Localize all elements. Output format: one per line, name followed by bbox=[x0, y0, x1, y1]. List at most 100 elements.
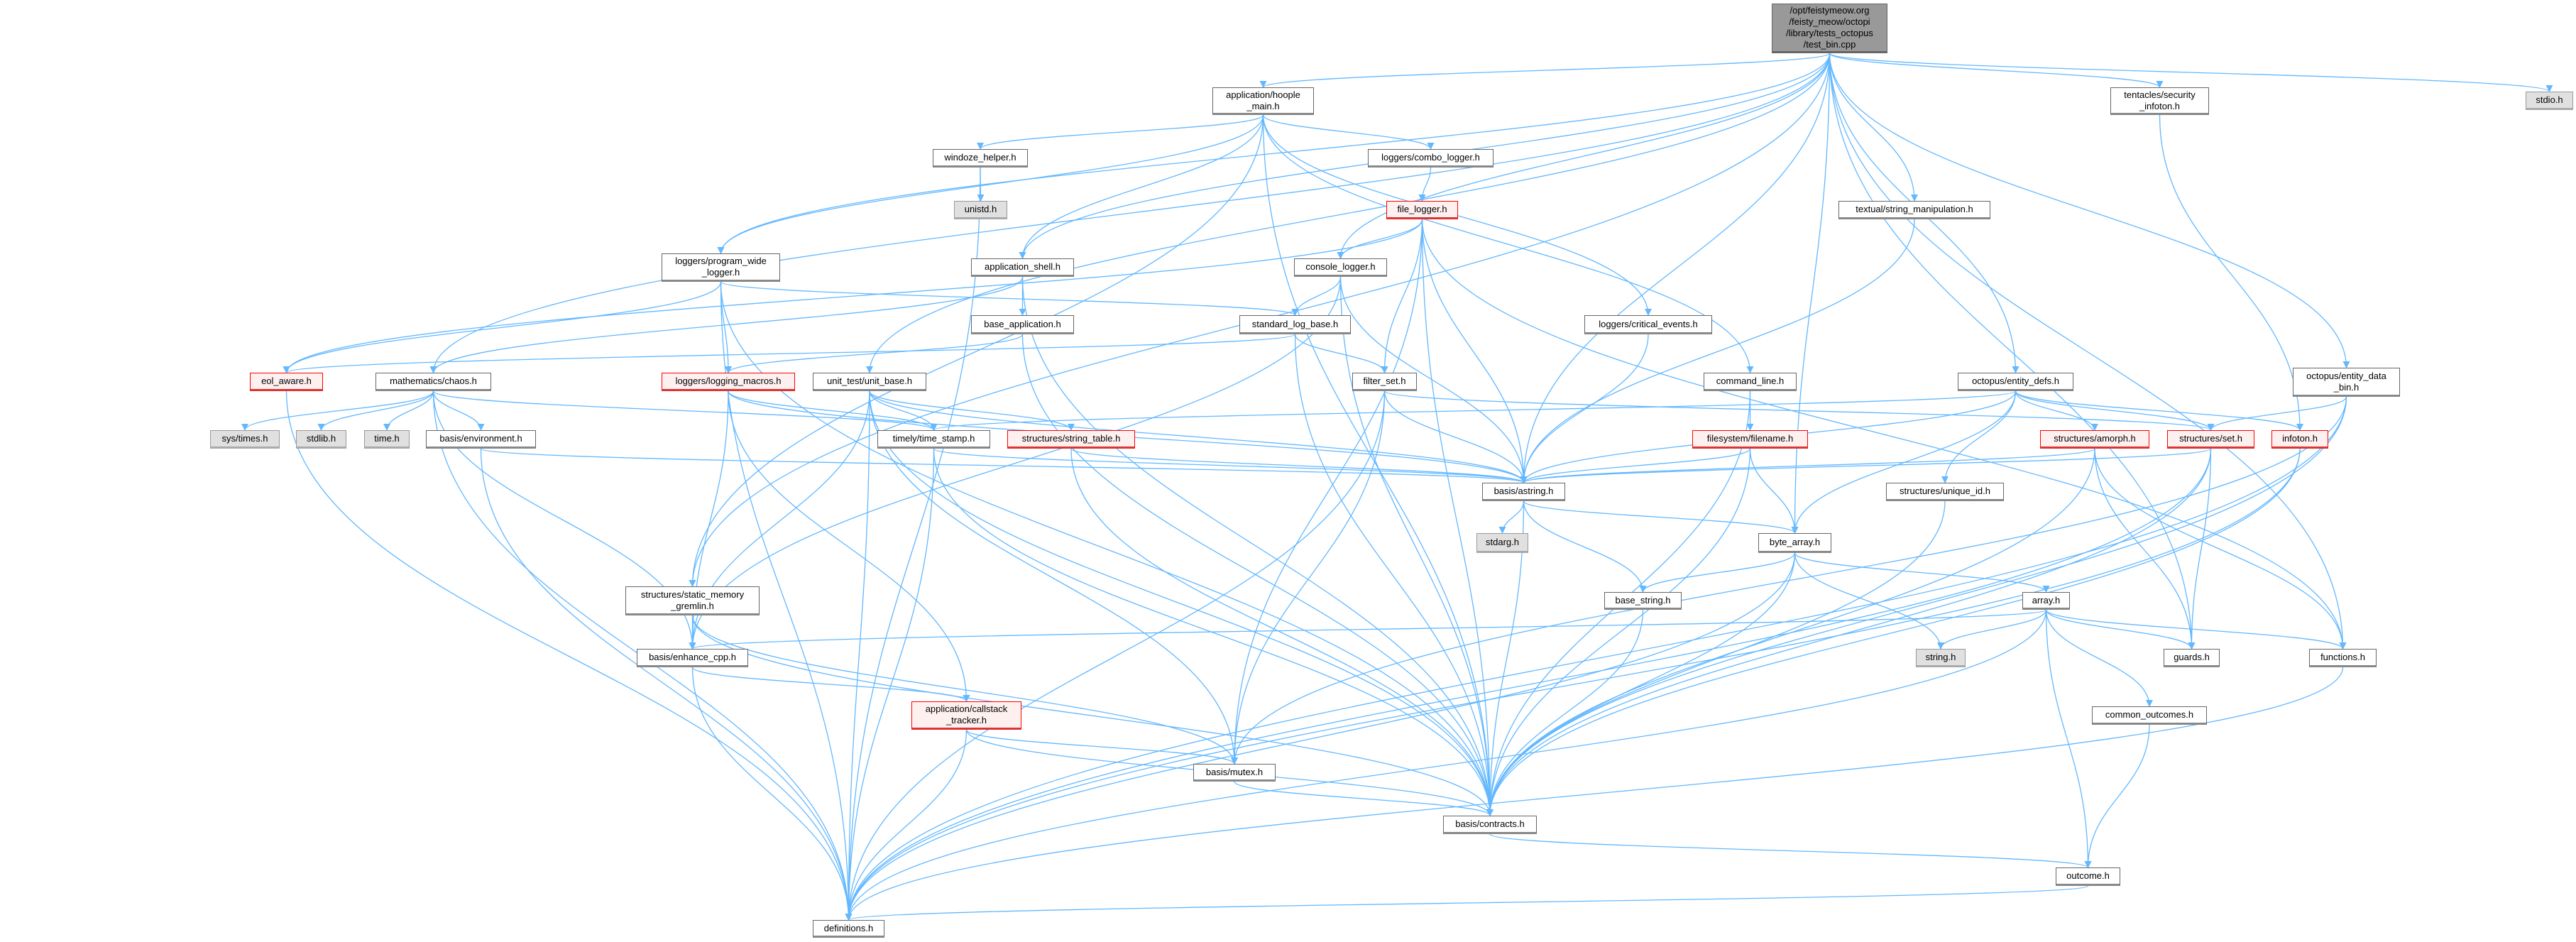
node-set[interactable]: structures/set.h bbox=[2167, 430, 2254, 449]
node-base-application[interactable]: base_application.h bbox=[971, 315, 1074, 334]
edge-file_logger-to-contracts bbox=[1421, 219, 1493, 816]
node-application-shell[interactable]: application_shell.h bbox=[971, 258, 1074, 277]
node-console-logger[interactable]: console_logger.h bbox=[1294, 258, 1387, 277]
node-filter-set[interactable]: filter_set.h bbox=[1352, 373, 1417, 391]
node-base-string[interactable]: base_string.h bbox=[1604, 592, 1682, 610]
node-command-line[interactable]: command_line.h bbox=[1704, 373, 1797, 391]
edge-file_logger-to-filter_set bbox=[1381, 219, 1423, 373]
node-eol-aware[interactable]: eol_aware.h bbox=[250, 373, 323, 391]
node-root[interactable]: /opt/feistymeow.org /feisty_meow/octopi … bbox=[1772, 4, 1887, 53]
edge-application_shell-to-chaos bbox=[429, 276, 1024, 373]
edge-environment-to-definitions bbox=[480, 448, 853, 921]
node-mutex[interactable]: basis/mutex.h bbox=[1193, 764, 1276, 782]
node-stdio: stdio.h bbox=[2526, 92, 2573, 110]
node-unique-id[interactable]: structures/unique_id.h bbox=[1886, 483, 2004, 501]
edge-array-to-guards bbox=[2045, 609, 2196, 650]
node-definitions[interactable]: definitions.h bbox=[813, 920, 884, 938]
edge-entity_defs-to-set bbox=[2015, 390, 2215, 431]
node-callstack-tracker[interactable]: application/callstack _tracker.h bbox=[911, 701, 1021, 730]
edge-set-to-definitions bbox=[845, 448, 2212, 921]
edge-infoton-to-definitions bbox=[845, 448, 2301, 921]
edge-set-to-contracts bbox=[1486, 448, 2212, 816]
node-time-stamp[interactable]: timely/time_stamp.h bbox=[877, 430, 990, 449]
node-windoze-helper[interactable]: windoze_helper.h bbox=[933, 149, 1028, 168]
edge-unit_base-to-definitions bbox=[845, 390, 870, 921]
edge-contracts-to-outcome bbox=[1489, 833, 2092, 868]
edge-time_stamp-to-definitions bbox=[845, 448, 935, 921]
node-outcome[interactable]: outcome.h bbox=[2056, 867, 2120, 886]
node-entity-data-bin[interactable]: octopus/entity_data _bin.h bbox=[2293, 368, 2400, 397]
edge-callstack_tracker-to-definitions bbox=[845, 729, 968, 921]
node-entity-defs[interactable]: octopus/entity_defs.h bbox=[1958, 373, 2073, 391]
node-critical-events[interactable]: loggers/critical_events.h bbox=[1584, 315, 1712, 334]
edge-root-to-astring bbox=[1520, 53, 1831, 483]
edge-file_logger-to-eol_aware bbox=[283, 219, 1423, 373]
edge-file_logger-to-astring bbox=[1421, 219, 1528, 483]
node-astring[interactable]: basis/astring.h bbox=[1482, 483, 1565, 501]
edge-root-to-guards bbox=[1829, 53, 2196, 650]
edge-base_string-to-contracts bbox=[1486, 609, 1644, 816]
node-string-manipulation[interactable]: textual/string_manipulation.h bbox=[1838, 201, 1990, 219]
node-time: time.h bbox=[364, 430, 410, 449]
edge-chaos-to-time_stamp bbox=[432, 390, 938, 431]
node-common-outcomes[interactable]: common_outcomes.h bbox=[2092, 706, 2207, 725]
node-string-table[interactable]: structures/string_table.h bbox=[1007, 430, 1135, 449]
edge-amorph-to-astring bbox=[1520, 448, 2095, 483]
edge-root-to-functions bbox=[1829, 53, 2347, 650]
node-file-logger[interactable]: file_logger.h bbox=[1386, 201, 1458, 219]
node-hoople-main[interactable]: application/hoople _main.h bbox=[1212, 87, 1314, 115]
edge-hoople_main-to-windoze_helper bbox=[977, 114, 1264, 150]
edge-array-to-functions bbox=[2045, 609, 2347, 650]
node-filename[interactable]: filesystem/filename.h bbox=[1692, 430, 1808, 449]
edge-chaos-to-sys_times bbox=[241, 390, 434, 431]
edge-program_wide_logger-to-contracts bbox=[720, 281, 1493, 816]
edge-unit_base-to-string_table bbox=[869, 390, 1075, 431]
node-guards[interactable]: guards.h bbox=[2164, 649, 2220, 667]
edge-root-to-entity_data_bin bbox=[1829, 53, 2350, 368]
edge-program_wide_logger-to-standard_log_base bbox=[720, 281, 1299, 316]
edge-standard_log_base-to-contracts bbox=[1294, 334, 1493, 816]
edge-string_table-to-contracts bbox=[1070, 448, 1493, 816]
edge-infoton-to-contracts bbox=[1486, 448, 2301, 816]
edge-hoople_main-to-combo_logger bbox=[1262, 114, 1435, 150]
node-chaos[interactable]: mathematics/chaos.h bbox=[376, 373, 491, 391]
node-contracts[interactable]: basis/contracts.h bbox=[1443, 816, 1537, 834]
node-security-infoton[interactable]: tentacles/security _infoton.h bbox=[2110, 87, 2209, 115]
edge-enhance_cpp-to-callstack_tracker bbox=[691, 667, 970, 702]
edge-console_logger-to-enhance_cpp bbox=[689, 276, 1342, 650]
node-environment[interactable]: basis/environment.h bbox=[426, 430, 536, 449]
edge-logging_macros-to-time_stamp bbox=[728, 390, 938, 431]
node-unit-base[interactable]: unit_test/unit_base.h bbox=[813, 373, 926, 391]
edge-root-to-chaos bbox=[429, 53, 1831, 373]
edge-byte_array-to-contracts bbox=[1486, 552, 1796, 816]
edge-chaos-to-stdlib bbox=[317, 390, 434, 431]
node-stdarg: stdarg.h bbox=[1476, 533, 1528, 553]
edge-time_stamp-to-astring bbox=[933, 448, 1528, 483]
node-combo-logger[interactable]: loggers/combo_logger.h bbox=[1368, 149, 1493, 168]
edge-entity_data_bin-to-mutex bbox=[1231, 396, 2347, 765]
edge-console_logger-to-contracts bbox=[1339, 276, 1493, 816]
edge-filename-to-astring bbox=[1520, 448, 1751, 483]
edge-application_shell-to-contracts bbox=[1021, 276, 1493, 816]
edge-amorph-to-functions bbox=[2094, 448, 2347, 650]
edge-array-to-definitions bbox=[845, 609, 2047, 921]
node-logging-macros[interactable]: loggers/logging_macros.h bbox=[662, 373, 795, 391]
node-program-wide-logger[interactable]: loggers/program_wide _logger.h bbox=[662, 253, 780, 282]
node-sys-times: sys/times.h bbox=[210, 430, 280, 449]
node-byte-array[interactable]: byte_array.h bbox=[1758, 533, 1831, 553]
node-static-memory-gremlin[interactable]: structures/static_memory _gremlin.h bbox=[625, 586, 760, 615]
node-functions[interactable]: functions.h bbox=[2309, 649, 2377, 667]
node-amorph[interactable]: structures/amorph.h bbox=[2040, 430, 2149, 449]
node-array[interactable]: array.h bbox=[2022, 592, 2070, 610]
edge-entity_data_bin-to-set bbox=[2207, 396, 2347, 431]
edge-astring-to-stdarg bbox=[1498, 500, 1525, 534]
node-enhance-cpp[interactable]: basis/enhance_cpp.h bbox=[637, 649, 748, 667]
edge-array-to-string_h bbox=[1937, 609, 2047, 650]
node-infoton[interactable]: infoton.h bbox=[2271, 430, 2328, 449]
edge-chaos-to-environment bbox=[432, 390, 485, 431]
node-standard-log-base[interactable]: standard_log_base.h bbox=[1239, 315, 1351, 334]
edge-security_infoton-to-infoton bbox=[2159, 114, 2303, 431]
edge-astring-to-byte_array bbox=[1523, 500, 1799, 534]
edge-byte_array-to-base_string bbox=[1639, 552, 1796, 593]
